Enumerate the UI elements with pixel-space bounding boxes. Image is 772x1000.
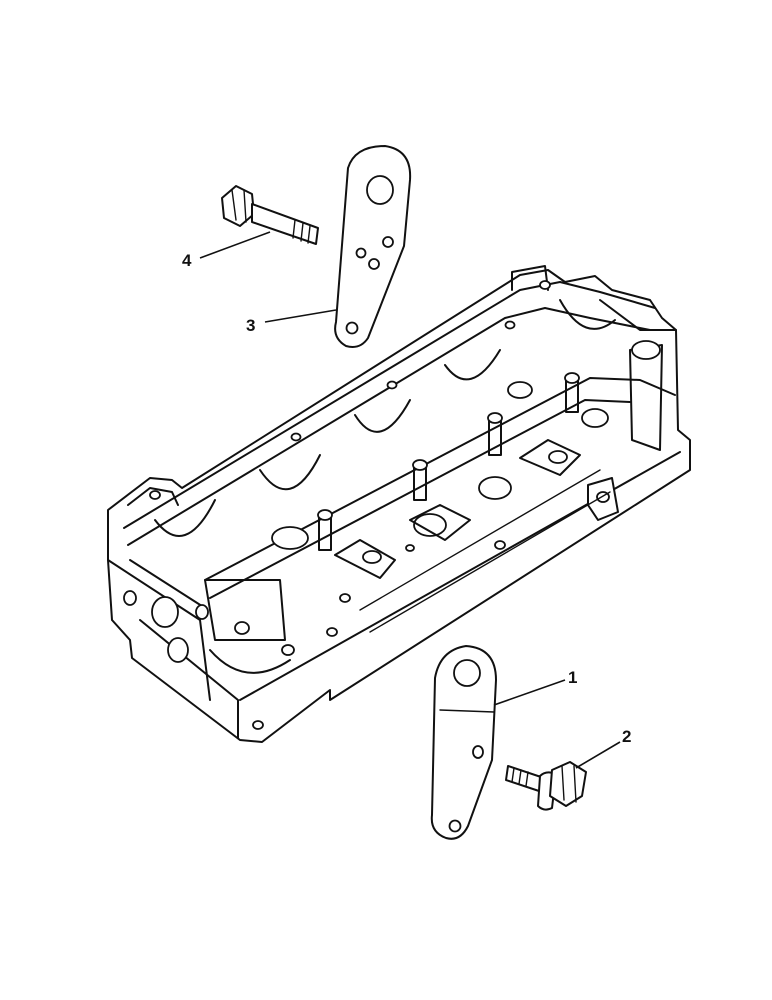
leader-line-2 bbox=[575, 741, 621, 769]
cylinder-head bbox=[107, 265, 691, 743]
leader-line-1 bbox=[493, 679, 566, 706]
cylinder-head-outline bbox=[107, 269, 691, 743]
callout-2: 2 bbox=[575, 727, 631, 769]
bolt-lower bbox=[505, 761, 587, 811]
bolt-upper bbox=[221, 185, 319, 245]
callout-4: 4 bbox=[182, 231, 271, 270]
callout-label-4: 4 bbox=[182, 251, 192, 270]
lifting-bracket-upper bbox=[334, 145, 412, 348]
leader-line-4 bbox=[199, 231, 271, 259]
callout-1: 1 bbox=[493, 668, 577, 706]
callout-label-2: 2 bbox=[622, 727, 631, 746]
callout-3: 3 bbox=[246, 309, 337, 335]
lifting-bracket-lower bbox=[430, 645, 497, 840]
callout-label-3: 3 bbox=[246, 316, 255, 335]
callout-label-1: 1 bbox=[568, 668, 577, 687]
leader-line-3 bbox=[264, 309, 337, 323]
